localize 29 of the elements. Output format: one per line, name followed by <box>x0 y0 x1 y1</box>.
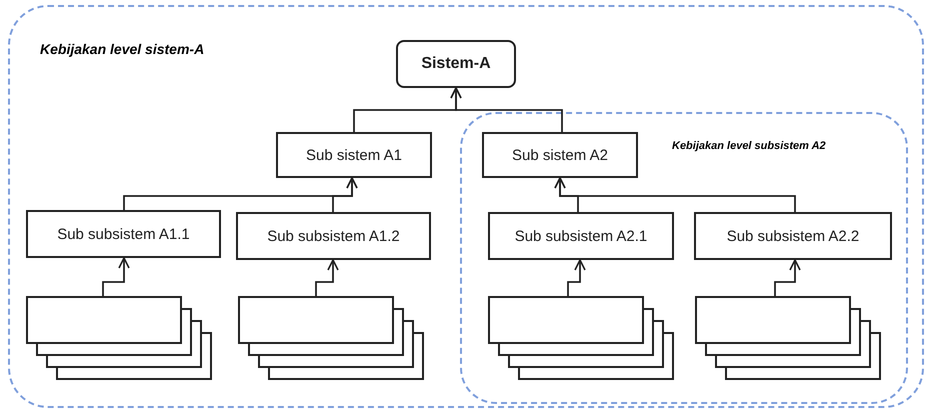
box-label: Sub subsistem A2.2 <box>726 228 860 244</box>
box-label: Sub sistem A2 <box>512 146 608 164</box>
dashed-region <box>8 5 924 408</box>
box-label: Sub subsistem A1.2 <box>267 228 400 244</box>
system-box <box>236 212 431 260</box>
arrow <box>102 257 130 296</box>
system-box <box>26 210 221 258</box>
box-label: Sub subsistem A2.1 <box>514 228 648 244</box>
stacked-boxes <box>238 296 424 380</box>
box-label: Sub subsistem A1.1 <box>57 226 190 242</box>
arrow <box>567 259 586 296</box>
stacked-boxes <box>26 296 212 380</box>
system-box <box>482 132 638 178</box>
box-label: Sub sistem A1 <box>306 146 402 164</box>
arrow <box>450 87 563 132</box>
box-label: Sistem-A <box>421 55 491 73</box>
system-box <box>396 40 516 88</box>
system-box <box>276 132 432 178</box>
arrow <box>774 259 801 296</box>
arrow <box>315 259 339 296</box>
stacked-boxes <box>695 296 881 380</box>
region-title: Kebijakan level subsistem A2 <box>672 140 826 152</box>
stacked-boxes <box>488 296 674 380</box>
dashed-region <box>460 112 908 404</box>
system-box <box>488 212 674 260</box>
arrow <box>332 177 358 212</box>
region-title: Kebijakan level sistem-A <box>40 41 204 57</box>
system-box <box>694 212 892 260</box>
arrow <box>554 177 796 212</box>
